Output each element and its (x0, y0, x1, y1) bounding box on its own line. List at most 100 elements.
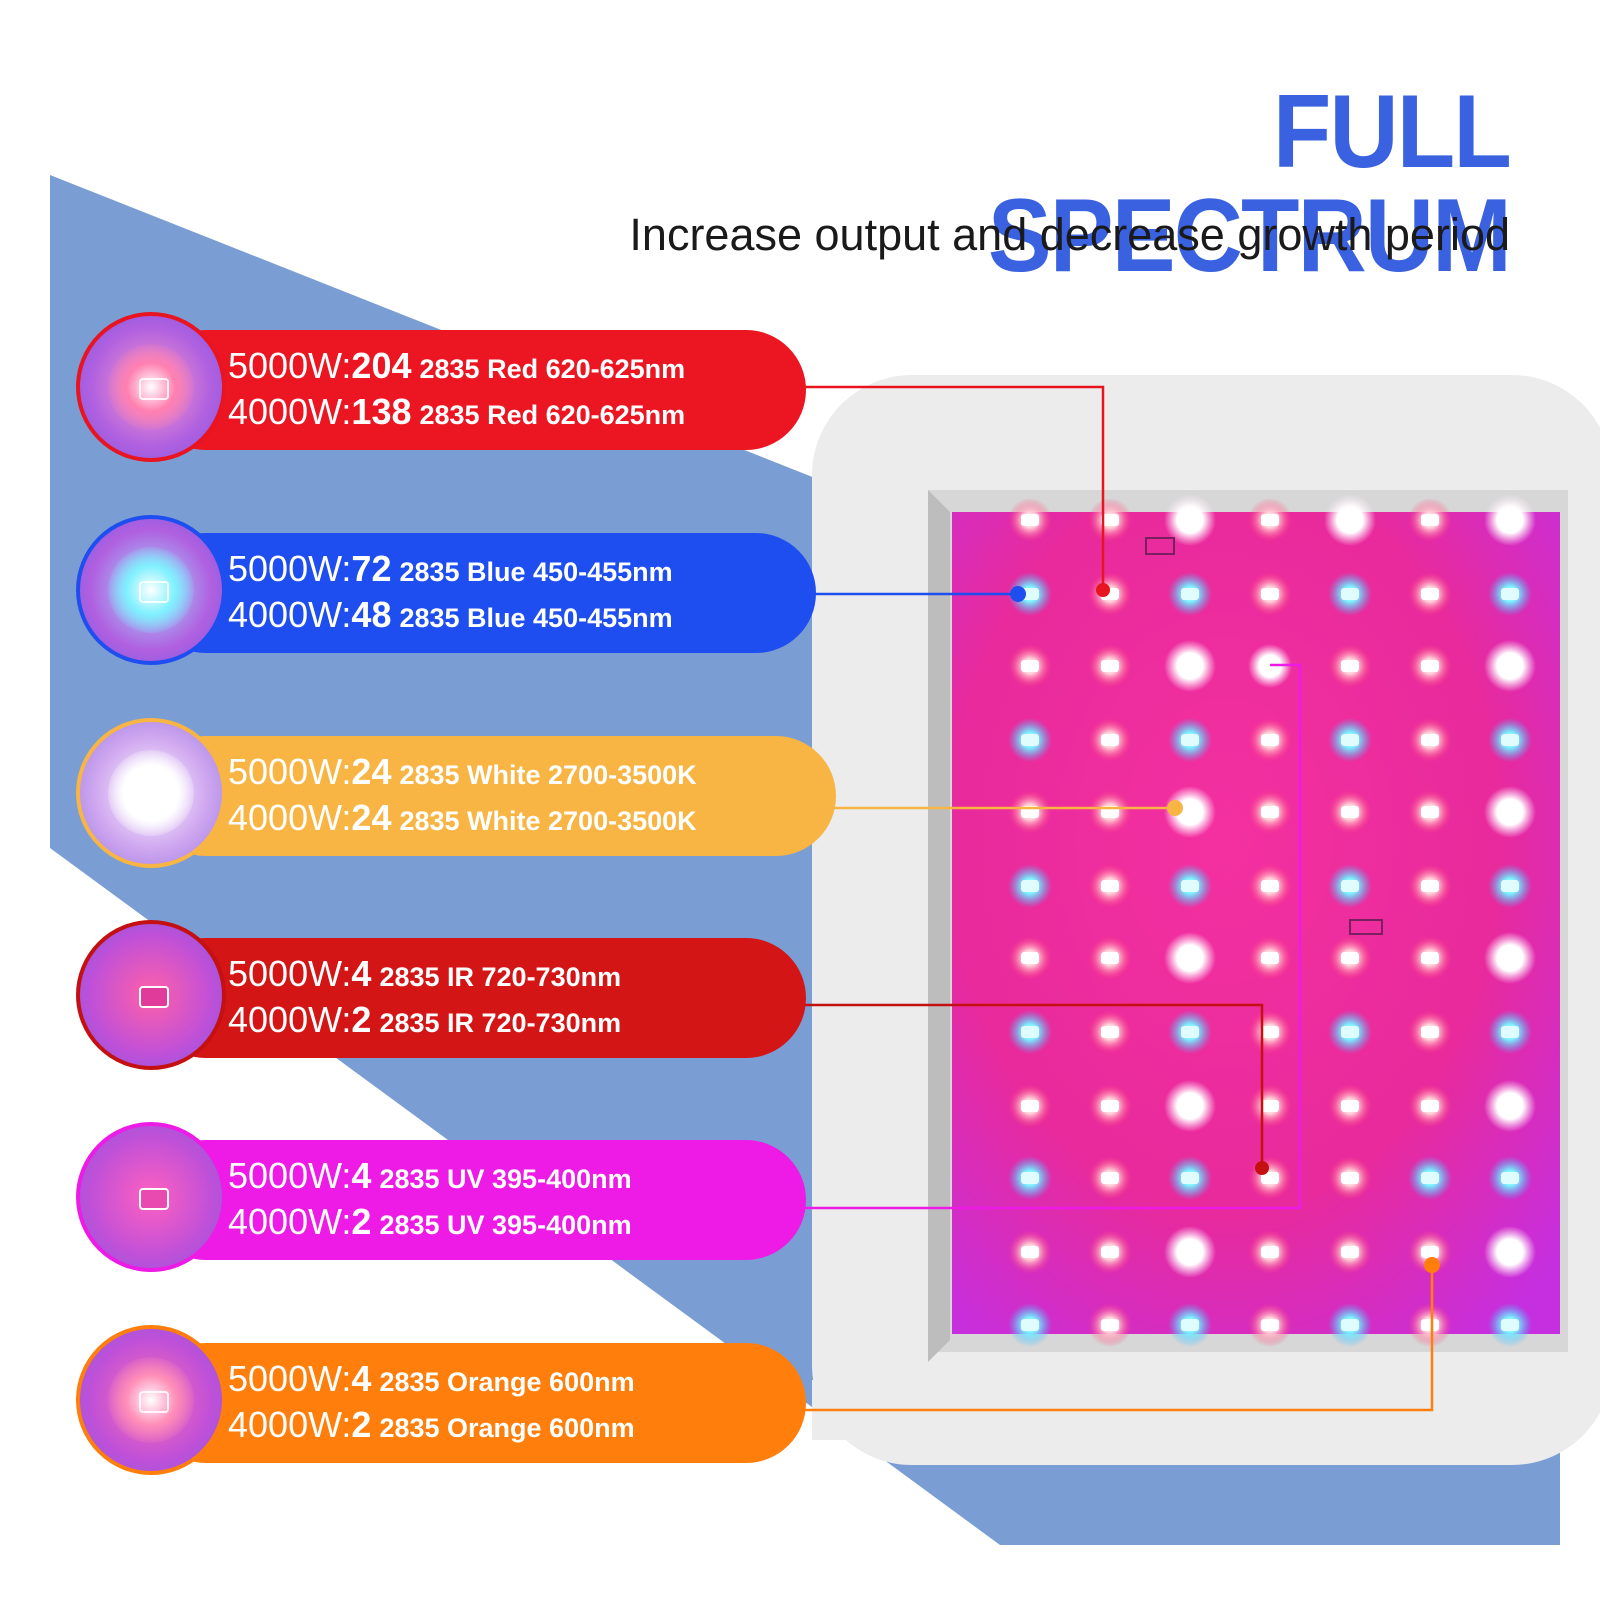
led-chip (1341, 806, 1359, 818)
led-chip (1501, 1319, 1519, 1331)
led-closeup (76, 312, 226, 462)
led-chip (1181, 660, 1199, 672)
led-chip (1341, 1246, 1359, 1258)
led-chip (1021, 1172, 1039, 1184)
led-chip (1021, 514, 1039, 526)
led-chip (1101, 514, 1119, 526)
led-chip (1181, 806, 1199, 818)
led-chip (1261, 1100, 1279, 1112)
led-chip (139, 581, 169, 603)
led-chip (1341, 514, 1359, 526)
led-chip (1261, 806, 1279, 818)
led-closeup (76, 920, 226, 1070)
led-chip (1101, 1172, 1119, 1184)
led-chip (1341, 1100, 1359, 1112)
led-chip (1181, 1100, 1199, 1112)
led-chip (1101, 880, 1119, 892)
led-chip (1181, 1246, 1199, 1258)
led-chip (1261, 1246, 1279, 1258)
led-chip (1021, 1100, 1039, 1112)
led-chip (1261, 1172, 1279, 1184)
led-chip (139, 784, 169, 806)
board-chip (1145, 537, 1175, 555)
led-chip (1501, 806, 1519, 818)
led-chip (1341, 880, 1359, 892)
led-board (952, 512, 1560, 1334)
led-chip (139, 986, 169, 1008)
led-glow (108, 1357, 194, 1443)
led-chip (1501, 1026, 1519, 1038)
badge-pill (146, 1140, 806, 1260)
led-closeup (76, 718, 226, 868)
led-chip (1421, 660, 1439, 672)
leader-dots (1010, 583, 1440, 1273)
led-grid (1008, 494, 1536, 1347)
led-chip (1101, 1100, 1119, 1112)
led-chip (1341, 1026, 1359, 1038)
led-chip (1341, 952, 1359, 964)
led-chip (1421, 1172, 1439, 1184)
led-chip (1101, 734, 1119, 746)
badge-pill (146, 533, 816, 653)
led-chip (1101, 952, 1119, 964)
badge-pill (146, 938, 806, 1058)
led-chip (1501, 952, 1519, 964)
led-chip (1421, 806, 1439, 818)
led-chip (1261, 734, 1279, 746)
led-chip (1341, 660, 1359, 672)
led-closeup (76, 1122, 226, 1272)
led-chip (1181, 514, 1199, 526)
led-chip (1501, 588, 1519, 600)
led-chip (1181, 734, 1199, 746)
board-chip (1349, 919, 1383, 935)
led-chip (1021, 660, 1039, 672)
led-chip (1421, 1026, 1439, 1038)
led-chip (1421, 1319, 1439, 1331)
led-chip (1341, 1319, 1359, 1331)
led-glow (108, 750, 194, 836)
led-chip (1261, 588, 1279, 600)
led-chip (1501, 1246, 1519, 1258)
led-glow (108, 344, 194, 430)
badge-pill (146, 330, 806, 450)
led-chip (1101, 1026, 1119, 1038)
led-chip (1421, 952, 1439, 964)
led-chip (1021, 880, 1039, 892)
led-chip (1181, 588, 1199, 600)
led-chip (1501, 734, 1519, 746)
badge-pill (146, 736, 836, 856)
led-chip (1181, 1172, 1199, 1184)
led-chip (1341, 1172, 1359, 1184)
led-chip (1501, 660, 1519, 672)
led-chip (1101, 660, 1119, 672)
led-chip (1021, 1026, 1039, 1038)
led-closeup (76, 515, 226, 665)
led-chip (1341, 734, 1359, 746)
led-chip (1021, 734, 1039, 746)
led-chip (1181, 880, 1199, 892)
led-chip (1021, 952, 1039, 964)
led-chip (1421, 734, 1439, 746)
led-closeup (76, 1325, 226, 1475)
led-chip (1261, 1026, 1279, 1038)
led-chip (1101, 1319, 1119, 1331)
led-chip (139, 378, 169, 400)
page-subtitle: Increase output and decrease growth peri… (629, 209, 1510, 260)
